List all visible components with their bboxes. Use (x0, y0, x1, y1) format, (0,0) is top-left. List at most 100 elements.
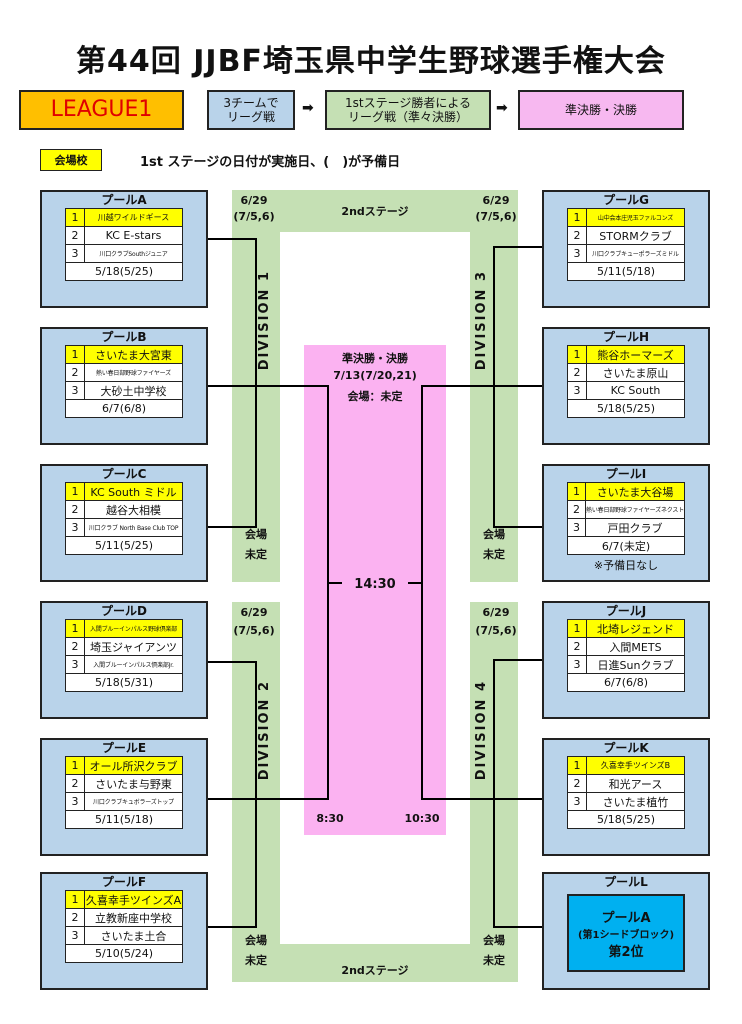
table-row: 5/18(5/25) (567, 399, 685, 418)
div2-date: 6/29 (240, 606, 268, 619)
pool-title: プールF (101, 875, 147, 889)
pool-title: プールD (101, 604, 147, 618)
rank-cell: 2 (566, 500, 587, 519)
flow-step-2: 1stステージ勝者による リーグ戦（準々決勝） (325, 90, 491, 130)
pool-title: プールH (602, 330, 650, 344)
rank-cell: 2 (65, 363, 85, 382)
team-cell: 和光アース (586, 774, 685, 793)
rank-cell: 1 (65, 345, 85, 364)
rank-cell: 2 (65, 908, 85, 927)
date-cell: 5/18(5/31) (65, 673, 183, 692)
rank-cell: 2 (567, 774, 587, 793)
venue-tbd-d3-line2: 未定 (483, 548, 505, 561)
team-cell: 久喜幸手ツインズA (84, 890, 183, 909)
pool-title: プールC (101, 467, 147, 481)
no-reserve-note: ※予備日なし (593, 559, 659, 572)
rank-cell: 3 (65, 655, 85, 674)
rank-cell: 3 (567, 381, 587, 400)
division-2-label: DIVISION 2 (257, 680, 272, 781)
pool-title: プールG (603, 193, 649, 207)
venue-tbd-d2-line1: 会場 (245, 934, 267, 947)
venue-tbd-d3-line1: 会場 (483, 528, 505, 541)
team-cell: 戸田クラブ (585, 518, 685, 537)
table-row: 6/7(6/8) (65, 399, 183, 418)
seed-box: プールA (第1シードブロック) 第2位 (567, 894, 685, 972)
rank-cell: 1 (65, 756, 85, 775)
team-cell: 入間METS (586, 637, 685, 656)
pool-title: プールI (605, 467, 647, 481)
rank-cell: 1 (65, 619, 85, 638)
rank-cell: 1 (567, 756, 587, 775)
team-cell: 北埼レジェンド (586, 619, 685, 638)
division-4-label: DIVISION 4 (474, 680, 489, 781)
table-row: 5/11(5/25) (65, 536, 183, 555)
table-row: 5/18(5/25) (567, 810, 685, 829)
team-cell: 大砂土中学校 (84, 381, 183, 400)
venue-tbd-d4-line1: 会場 (483, 934, 505, 947)
team-cell: さいたま植竹 (586, 792, 685, 811)
team-cell: 川口クラブ North Base Club TOP (84, 518, 183, 537)
rank-cell: 1 (567, 208, 587, 227)
table-row: 6/7(6/8) (567, 673, 685, 692)
table-row: 5/18(5/31) (65, 673, 183, 692)
rank-cell: 3 (65, 792, 85, 811)
div3-reserve: (7/5,6) (475, 210, 517, 223)
rank-cell: 2 (567, 226, 587, 245)
venue-tbd-d4-line2: 未定 (483, 954, 505, 967)
team-cell: さいたま土合 (84, 926, 183, 945)
pool-title: プールK (603, 741, 649, 755)
team-cell: さいたま大宮東 (84, 345, 183, 364)
date-cell: 5/18(5/25) (567, 399, 685, 418)
division-3-label: DIVISION 3 (474, 270, 489, 371)
date-cell: 6/7(未定) (567, 536, 685, 555)
finals-date: 7/13(7/20,21) (333, 369, 417, 382)
final-time: 14:30 (354, 577, 396, 592)
finals-venue: 会場：未定 (347, 390, 403, 403)
flow-arrow-1: ➡ (302, 100, 314, 116)
team-cell: 入間ブルーインパルス倶楽部Jr. (84, 655, 183, 674)
div4-date: 6/29 (482, 606, 510, 619)
team-cell: KC South ミドル (84, 482, 183, 501)
team-cell: 川越ワイルドギース (84, 208, 183, 227)
rank-cell: 1 (65, 208, 85, 227)
rank-cell: 1 (566, 482, 587, 501)
div3-date: 6/29 (482, 194, 510, 207)
rank-cell: 3 (65, 518, 85, 537)
date-cell: 5/10(5/24) (65, 944, 183, 963)
rank-cell: 3 (65, 244, 85, 263)
rank-cell: 1 (567, 619, 587, 638)
team-cell: 入間ブルーインパルス野球倶楽部 (84, 619, 183, 638)
rank-cell: 3 (65, 381, 85, 400)
rank-cell: 2 (65, 500, 85, 519)
rank-cell: 3 (65, 926, 85, 945)
date-cell: 6/7(6/8) (567, 673, 685, 692)
div1-date: 6/29 (240, 194, 268, 207)
